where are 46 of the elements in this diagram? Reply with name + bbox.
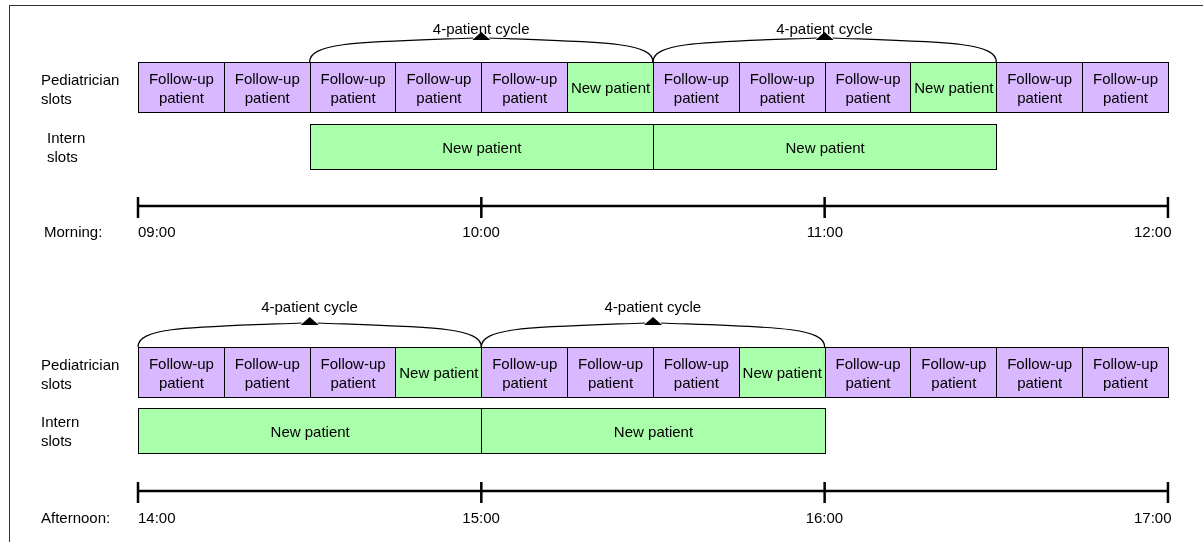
time-label: 11:00 xyxy=(806,222,844,241)
time-slot: New patient xyxy=(738,347,826,398)
time-slot: Follow-up patient xyxy=(567,347,654,398)
time-slot: Follow-up patient xyxy=(138,347,225,398)
intern-slot: New patient xyxy=(481,408,826,454)
time-slot: New patient xyxy=(910,62,998,113)
time-slot: Follow-up patient xyxy=(138,62,225,113)
time-label: 15:00 xyxy=(462,508,500,527)
time-slot: New patient xyxy=(567,62,654,113)
time-label: 17:00 xyxy=(1133,508,1172,527)
time-slot: Follow-up patient xyxy=(824,347,912,398)
row-label: Pediatrician slots xyxy=(41,355,121,393)
row-label: Intern slots xyxy=(41,412,81,450)
intern-slot: New patient xyxy=(652,124,998,170)
period-label: Afternoon: xyxy=(41,508,111,527)
time-slot: Follow-up patient xyxy=(738,62,826,113)
time-label: 12:00 xyxy=(1133,222,1172,241)
time-slot: Follow-up patient xyxy=(1082,62,1169,113)
brace-label: 4-patient cycle xyxy=(432,19,530,38)
time-slot: Follow-up patient xyxy=(824,62,912,113)
time-slot: Follow-up patient xyxy=(652,62,740,113)
time-slot: Follow-up patient xyxy=(223,62,311,113)
time-slot: Follow-up patient xyxy=(223,347,311,398)
time-slot: Follow-up patient xyxy=(395,62,483,113)
intern-slot: New patient xyxy=(309,124,654,170)
period-label: Morning: xyxy=(44,222,103,241)
time-slot: Follow-up patient xyxy=(652,347,740,398)
time-label: 16:00 xyxy=(805,508,844,527)
time-slot: Follow-up patient xyxy=(910,347,998,398)
row-label: Intern slots xyxy=(47,128,87,166)
brace-label: 4-patient cycle xyxy=(604,297,702,316)
row-label: Pediatrician slots xyxy=(41,70,121,108)
time-slot: New patient xyxy=(395,347,483,398)
intern-slot: New patient xyxy=(138,408,483,454)
brace-label: 4-patient cycle xyxy=(261,297,358,316)
time-label: 09:00 xyxy=(138,222,176,241)
time-slot: Follow-up patient xyxy=(309,347,397,398)
time-slot: Follow-up patient xyxy=(996,62,1084,113)
time-label: 14:00 xyxy=(138,508,176,527)
time-label: 10:00 xyxy=(462,222,500,241)
time-slot: Follow-up patient xyxy=(481,347,569,398)
brace-label: 4-patient cycle xyxy=(776,19,873,38)
time-slot: Follow-up patient xyxy=(996,347,1084,398)
time-slot: Follow-up patient xyxy=(1082,347,1169,398)
time-slot: Follow-up patient xyxy=(309,62,397,113)
time-slot: Follow-up patient xyxy=(481,62,569,113)
